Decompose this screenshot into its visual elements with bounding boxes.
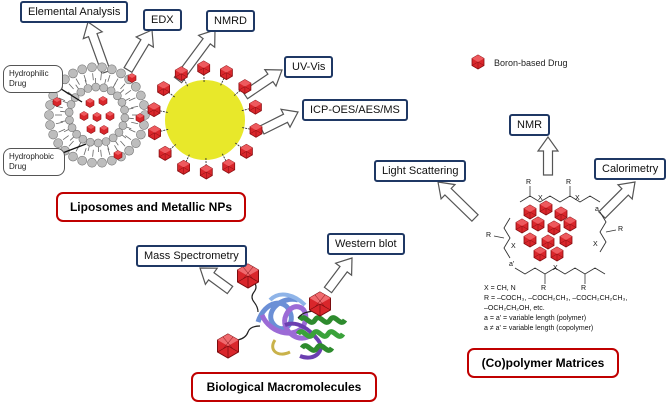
arrows-layer xyxy=(82,21,636,295)
polymer-label-x1: X xyxy=(538,195,543,202)
polymer-label-x5: X xyxy=(553,265,558,272)
polymer-label-r3: R xyxy=(486,232,492,239)
boron-cluster-icon xyxy=(199,164,213,180)
boron-cluster-icon xyxy=(147,102,161,118)
boron-cluster-icon xyxy=(239,143,253,159)
boron-cluster-icon xyxy=(523,204,537,220)
boron-cluster-icon xyxy=(533,246,547,262)
boron-cluster-icon xyxy=(52,97,62,107)
boron-cluster-icon xyxy=(523,232,537,248)
hollow-arrow-icon xyxy=(597,181,636,220)
boron-cluster-icon xyxy=(248,99,262,115)
boron-cluster-icon xyxy=(222,158,236,174)
boron-cluster-icon xyxy=(135,113,145,123)
boron-cluster-icon xyxy=(559,232,573,248)
boron-cluster-icon xyxy=(219,65,233,81)
technique-calorimetry: Calorimetry xyxy=(594,158,666,180)
boron-cluster-icon xyxy=(113,150,123,160)
hollow-arrow-icon xyxy=(437,181,479,223)
boron-cluster-icon xyxy=(86,124,96,134)
boron-cluster-icon xyxy=(238,79,252,95)
liposome-icon xyxy=(44,62,150,168)
polymer-label-r5: R xyxy=(541,285,547,292)
boron-cluster-icon xyxy=(127,73,137,83)
technique-icp: ICP-OES/AES/MS xyxy=(302,99,408,121)
boron-cluster-icon xyxy=(515,218,529,234)
panel-copolymer-matrices: (Co)polymer Matrices xyxy=(467,348,619,378)
boron-cluster-icon xyxy=(157,81,171,97)
polymer-label-x2: X xyxy=(575,195,580,202)
boron-cluster-icon xyxy=(174,66,188,82)
polymer-note: –OCH₂CH₂OH, etc. xyxy=(484,305,545,312)
polymer-label-r1: R xyxy=(526,179,532,186)
boron-cluster-icon xyxy=(550,246,564,262)
protein-icon xyxy=(217,263,348,360)
technique-nmr: NMR xyxy=(509,114,551,136)
boron-cluster-icon xyxy=(158,145,172,161)
technique-western-blot: Western blot xyxy=(327,233,405,255)
technique-mass-spectrometry: Mass Spectrometry xyxy=(136,245,247,267)
boron-cluster-icon xyxy=(177,159,191,175)
technique-nmrd: NMRD xyxy=(206,10,255,32)
polymer-note: a = a' = variable length (polymer) xyxy=(484,315,587,322)
legend-boron-drug: Boron-based Drug xyxy=(494,58,568,68)
technique-uv-vis: UV-Vis xyxy=(284,56,334,78)
polymer-label-r2: R xyxy=(566,179,572,186)
boron-cluster-icon xyxy=(471,54,485,70)
polymer-label-r4: R xyxy=(618,226,624,233)
boron-cluster-icon xyxy=(547,220,561,236)
boron-cluster-icon xyxy=(79,111,89,121)
polymer-label-r6: R xyxy=(581,285,587,292)
polymer-note: a ≠ a' = variable length (copolymer) xyxy=(484,325,594,332)
nanoparticle-icon xyxy=(147,60,263,180)
boron-cluster-icon xyxy=(531,216,545,232)
boron-cluster-icon xyxy=(105,111,115,121)
boron-cluster-icon xyxy=(99,125,109,135)
hollow-arrow-icon xyxy=(123,29,155,74)
boron-cluster-icon xyxy=(197,60,211,76)
boron-cluster-icon xyxy=(98,96,108,106)
boron-cluster-icon xyxy=(541,234,555,250)
hollow-arrow-icon xyxy=(199,267,234,295)
hydrophilic-drug-callout: Hydrophilic Drug xyxy=(3,65,63,93)
technique-light-scattering: Light Scattering xyxy=(374,160,467,182)
boron-cluster-icon xyxy=(92,112,102,122)
polymer-label-x3: X xyxy=(511,243,516,250)
polymer-note: R = –COCH₃, –COCH₂CH₃, –COCH₂CH₂CH₃, xyxy=(484,295,628,302)
panel-liposomes-metallic-nps: Liposomes and Metallic NPs xyxy=(56,192,246,222)
polymer-label-a: a xyxy=(595,206,599,213)
boron-cluster-icon xyxy=(249,122,263,138)
hollow-arrow-icon xyxy=(323,257,353,294)
boron-cluster-icon xyxy=(563,216,577,232)
technique-edx: EDX xyxy=(143,9,182,31)
polymer-note: X = CH, N xyxy=(484,285,516,292)
panel-biological-macromolecules: Biological Macromolecules xyxy=(191,372,377,402)
boron-cluster-icon xyxy=(85,98,95,108)
technique-elemental-analysis: Elemental Analysis xyxy=(20,1,129,23)
hydrophobic-drug-callout: Hydrophobic Drug xyxy=(3,148,65,176)
boron-cluster-icon xyxy=(554,206,568,222)
polymer-structure-icon xyxy=(493,186,617,284)
polymer-label-a-prime: a' xyxy=(509,261,515,268)
boron-cluster-icon xyxy=(148,125,162,141)
polymer-label-x4: X xyxy=(593,241,598,248)
hollow-arrow-icon xyxy=(536,135,560,176)
hollow-arrow-icon xyxy=(259,108,299,135)
